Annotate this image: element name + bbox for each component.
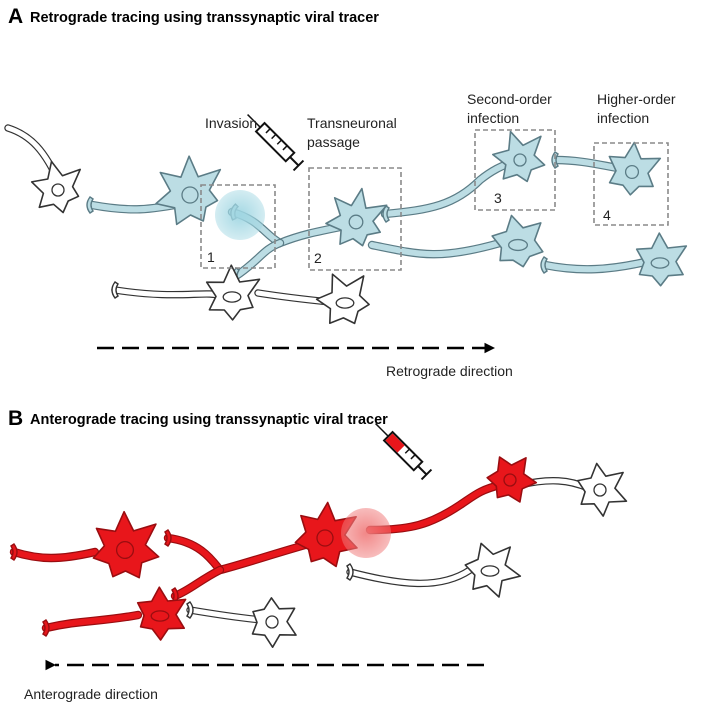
step-label-2-line-1: Transneuronal (307, 115, 397, 131)
panel-b-title: Anterograde tracing using transsynaptic … (30, 412, 388, 428)
axon-a-6 (540, 257, 650, 274)
terminal-b-1 (10, 543, 18, 561)
axon-b-2 (163, 533, 310, 575)
axon-b-white-3 (186, 606, 266, 624)
axon-b-1 (9, 547, 100, 563)
neuron-a-lower-right (635, 232, 688, 287)
terminal-a-3 (382, 205, 390, 223)
step-number-1: 1 (207, 249, 215, 265)
neuron-a-lower (491, 214, 544, 268)
neuron-b-left-large (92, 510, 160, 579)
axon-b-3 (365, 480, 505, 535)
panel-b-letter: B (8, 407, 23, 430)
neurons-a (30, 130, 688, 325)
step-box-4 (593, 142, 669, 226)
neuron-b-white-top (577, 462, 628, 517)
panel-a: A Retrograde tracing using transsynaptic… (4, 5, 688, 379)
axon-a-5 (367, 238, 505, 259)
terminal-b-white-2 (346, 563, 354, 581)
step-label-1: Invasion (205, 115, 257, 131)
step-label-3-line-2: infection (467, 110, 519, 126)
neuron-a-third (492, 130, 546, 183)
injection-site-b (341, 508, 391, 558)
step-number-2: 2 (314, 250, 322, 266)
step-box-1 (200, 184, 276, 269)
neuron-a-injected (155, 155, 222, 226)
panel-a-title: Retrograde tracing using transsynaptic v… (30, 10, 379, 26)
neuron-b-white-mid (464, 542, 522, 598)
neuron-a-white-right (315, 273, 370, 325)
axon-b-white-2 (346, 566, 474, 588)
step-box-2 (308, 167, 402, 271)
terminal-b-white-3 (186, 601, 194, 619)
injection-site-a (215, 190, 265, 240)
terminal-b-4 (42, 619, 50, 637)
axon-b-4 (41, 610, 143, 633)
axon-a-2b (231, 238, 285, 281)
terminal-a-4 (551, 151, 559, 169)
terminal-a-white (111, 281, 119, 299)
syringe-icon (247, 114, 305, 172)
step-label-4-line-1: Higher-order (597, 91, 676, 107)
step-number-4: 4 (603, 207, 611, 223)
panel-a-letter: A (8, 5, 23, 28)
panel-b: B Anterograde tracing using transsynapti… (8, 407, 628, 702)
neurons-b (92, 456, 628, 648)
neuron-a-white-left (30, 160, 81, 214)
axon-a-3 (380, 157, 517, 219)
axon-b-2b (170, 565, 225, 601)
step-label-2-line-2: passage (307, 134, 360, 150)
syringe-icon (375, 423, 433, 481)
neuron-a-second (325, 187, 388, 247)
axon-a-white-bottom (111, 286, 226, 300)
neuron-b-left-small (136, 586, 187, 641)
neuron-a-white-bottom (205, 264, 261, 321)
terminal-b-2 (164, 529, 172, 547)
axons-a (4, 124, 650, 306)
neuron-b-white-bottom (251, 597, 297, 648)
step-label-3-line-1: Second-order (467, 91, 552, 107)
axon-a-4 (551, 155, 623, 173)
terminal-a-6 (540, 256, 548, 274)
terminal-a-1 (86, 196, 94, 214)
neuron-a-fourth (608, 141, 662, 196)
retrograde-direction-label: Retrograde direction (386, 363, 513, 379)
neuron-b-target (486, 456, 538, 503)
step-label-4-line-2: infection (597, 110, 649, 126)
step-box-3 (474, 129, 556, 211)
anterograde-direction-label: Anterograde direction (24, 686, 158, 702)
step-number-3: 3 (494, 190, 502, 206)
